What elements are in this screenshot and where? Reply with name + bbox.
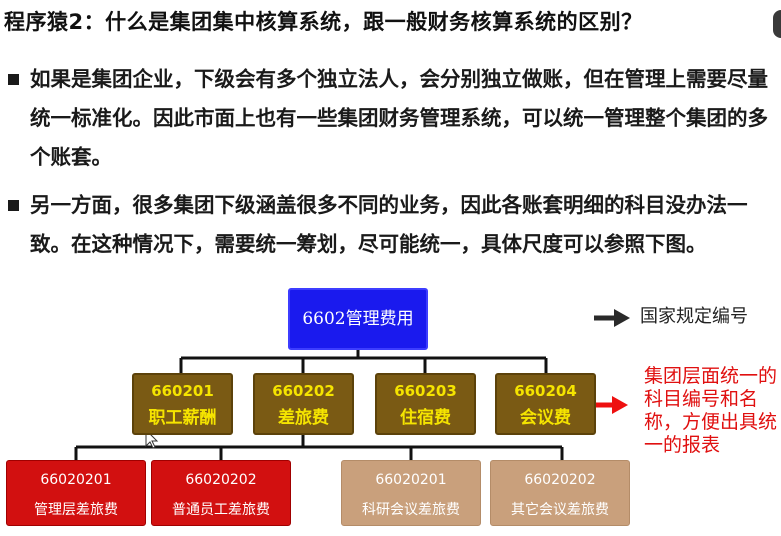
account-name: 普通员工差旅费 xyxy=(172,502,270,518)
mid-account-node[interactable]: 660201 职工薪酬 xyxy=(132,373,233,435)
account-name: 会议费 xyxy=(520,408,571,428)
root-account-node[interactable]: 6602管理费用 xyxy=(288,288,428,350)
account-code: 66020202 xyxy=(524,472,596,488)
bullet-text-1: 如果是集团企业，下级会有多个独立法人，会分别独立做账，但在管理上需要尽量统一标准… xyxy=(30,67,768,169)
account-code: 66020202 xyxy=(185,472,257,488)
account-name: 其它会议差旅费 xyxy=(511,502,609,518)
mid-account-node[interactable]: 660204 会议费 xyxy=(495,373,596,435)
bullet-item-2: 另一方面，很多集团下级涵盖很多不同的业务，因此各账套明细的科目没办法一致。在这种… xyxy=(8,186,778,264)
bullet-text-2: 另一方面，很多集团下级涵盖很多不同的业务，因此各账套明细的科目没办法一致。在这种… xyxy=(30,193,748,256)
account-code: 660201 xyxy=(151,382,214,400)
mid-account-node[interactable]: 660202 差旅费 xyxy=(253,373,354,435)
bullet-item-1: 如果是集团企业，下级会有多个独立法人，会分别独立做账，但在管理上需要尽量统一标准… xyxy=(8,60,778,177)
side-tab-icon[interactable] xyxy=(773,10,781,38)
account-code: 66020201 xyxy=(375,472,447,488)
account-name: 住宿费 xyxy=(400,408,451,428)
account-code: 660204 xyxy=(514,382,577,400)
account-code: 660203 xyxy=(394,382,457,400)
account-name: 差旅费 xyxy=(278,408,329,428)
leaf-account-node[interactable]: 66020201 管理层差旅费 xyxy=(6,460,146,526)
account-name: 管理层差旅费 xyxy=(34,502,118,518)
slide-title: 程序猿2：什么是集团集中核算系统，跟一般财务核算系统的区别？ xyxy=(4,10,643,34)
mid-account-node[interactable]: 660203 住宿费 xyxy=(375,373,476,435)
arrow-right-red-icon xyxy=(594,396,628,414)
account-code: 66020201 xyxy=(40,472,112,488)
group-standard-note: 集团层面统一的科目编号和名称，方便出具统一的报表 xyxy=(644,365,778,456)
account-code: 660202 xyxy=(272,382,335,400)
bullet-square-icon xyxy=(8,200,19,211)
national-code-legend: 国家规定编号 xyxy=(640,306,748,327)
leaf-account-node[interactable]: 66020202 普通员工差旅费 xyxy=(151,460,291,526)
leaf-account-node[interactable]: 66020201 科研会议差旅费 xyxy=(341,460,481,526)
account-name: 职工薪酬 xyxy=(148,408,217,428)
leaf-account-node[interactable]: 66020202 其它会议差旅费 xyxy=(490,460,630,526)
arrow-right-icon xyxy=(594,309,630,327)
bullet-square-icon xyxy=(8,74,19,85)
account-name: 科研会议差旅费 xyxy=(362,502,460,518)
